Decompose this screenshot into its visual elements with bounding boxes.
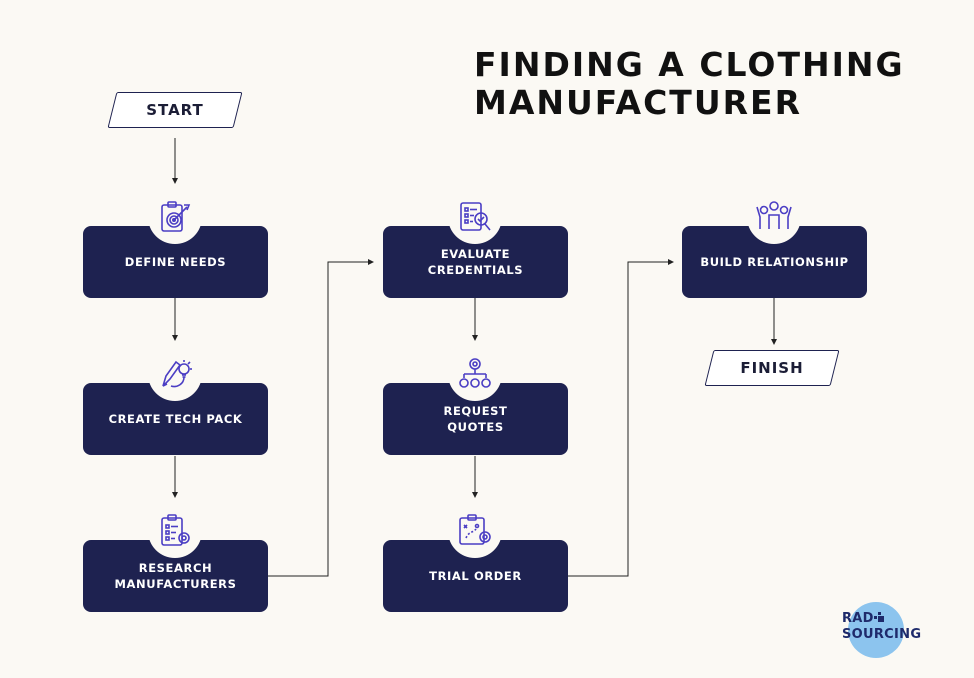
step-label: BUILD RELATIONSHIP: [700, 255, 849, 269]
people-cheering-icon: [747, 190, 801, 244]
step-label-line-2: CREDENTIALS: [427, 263, 524, 277]
title-line-1: FINDING A CLOTHING: [474, 45, 905, 84]
logo-disc: [848, 602, 904, 658]
logo-line-2: SOURCING: [842, 627, 922, 642]
finish-terminal: FINISH: [704, 350, 840, 386]
page-title: FINDING A CLOTHING MANUFACTURER: [474, 46, 954, 122]
strategy-board-icon: [448, 504, 502, 558]
step-create-tech-pack: CREATE TECH PACK: [83, 383, 268, 455]
checklist-magnifier-icon: [448, 190, 502, 244]
step-label-line-2: QUOTES: [447, 420, 504, 434]
step-label: TRIAL ORDER: [429, 569, 522, 583]
pencil-lightbulb-icon: [148, 347, 202, 401]
target-clipboard-icon: [148, 190, 202, 244]
step-define-needs: DEFINE NEEDS: [83, 226, 268, 298]
step-label: DEFINE NEEDS: [124, 255, 227, 269]
checklist-gear-icon: [148, 504, 202, 558]
team-gear-icon: [448, 347, 502, 401]
step-label-line-1: RESEARCH: [138, 561, 213, 575]
arrow-research-to-evaluate: [268, 259, 374, 577]
step-label: CREATE TECH PACK: [108, 412, 243, 426]
logo-line-1: RAD: [842, 611, 874, 626]
title-line-2: MANUFACTURER: [474, 83, 802, 122]
finish-label: FINISH: [740, 359, 804, 377]
step-label-line-1: EVALUATE: [440, 247, 511, 261]
step-label-line-2: MANUFACTURERS: [114, 577, 237, 591]
rad-sourcing-logo: RAD SOURCING: [842, 602, 922, 658]
start-label: START: [146, 101, 204, 119]
step-label-line-1: REQUEST: [443, 404, 508, 418]
start-terminal: START: [107, 92, 243, 128]
logo-mark-icon: [874, 612, 884, 622]
arrow-trial-to-build: [567, 259, 674, 577]
